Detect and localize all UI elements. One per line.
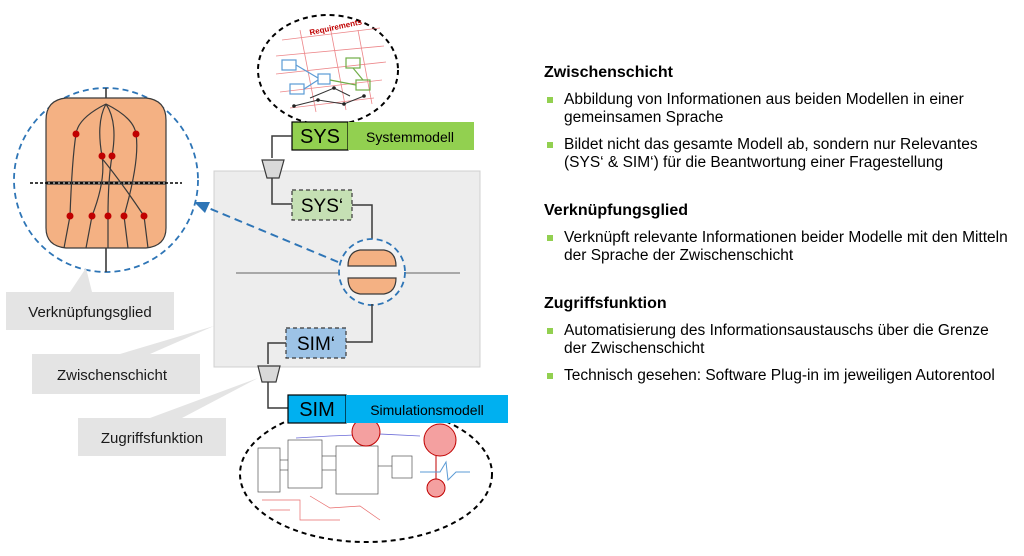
bullet-item: Bildet nicht das gesamte Modell ab, sond… [544,136,1014,172]
section-zugriffsfunktion: Zugriffsfunktion Automatisierung des Inf… [544,295,1014,385]
bullet-item: Abbildung von Informationen aus beiden M… [544,91,1014,127]
bullet-item: Automatisierung des Informationsaustausc… [544,322,1014,358]
sys-prime-box [291,189,353,221]
bullet-item: Technisch gesehen: Software Plug-in im j… [544,367,1014,385]
callout-link: Verknüpfungsglied [6,268,174,330]
bullet-item: Verknüpft relevante Informationen beider… [544,229,1014,265]
joint-magnified-view [13,87,199,273]
sim-prime-label: SIM‘ [297,334,335,355]
coupling-joint-bottom [347,277,397,295]
callout-layer: Zwischenschicht [32,326,214,394]
coupling-joint-top [347,249,397,267]
sys-tag-label: SYS [300,126,340,148]
section-verknuepfungsglied: Verknüpfungsglied Verknüpft relevante In… [544,202,1014,265]
system-model-sketch: Requirements [257,14,399,126]
callout-access-label: Zugriffsfunktion [101,430,203,447]
simulation-model-sketch [239,405,493,543]
section-title: Zugriffsfunktion [544,295,667,312]
connector-joint-sim-prime [346,304,373,343]
sim-tag-label: SIM [299,399,335,421]
sys-model-box [348,122,474,150]
connector-to-sys-prime [271,178,292,205]
explanation-panel: Zwischenschicht Abbildung von Informatio… [544,64,1014,415]
architecture-diagram: Requirements SYS Systemmodell SYS‘ SIM‘ [6,14,508,543]
sys-tag-box [291,121,349,151]
connector-to-sim [267,382,288,409]
section-zwischenschicht: Zwischenschicht Abbildung von Informatio… [544,64,1014,172]
connector-sys-down [271,135,292,158]
callout-layer-label: Zwischenschicht [57,367,168,384]
coupling-joint-circle [338,238,406,306]
section-title: Zwischenschicht [544,64,673,81]
section-title: Verknüpfungsglied [544,202,689,219]
magnify-arrow [205,206,339,263]
callout-access: Zugriffsfunktion [78,378,258,456]
sys-model-label: Systemmodell [366,129,454,145]
sim-tag-box [287,394,347,424]
sim-model-box [346,395,508,423]
magnify-arrow-head [194,202,210,213]
sim-prime-box [285,327,347,359]
sim-model-label: Simulationsmodell [370,402,484,418]
access-function-bottom [257,365,281,383]
callout-link-label: Verknüpfungsglied [28,304,151,321]
connector-sim-prime-down [267,342,286,364]
connector-sys-prime-joint [352,204,373,242]
access-function-top [261,159,285,179]
sys-prime-label: SYS‘ [301,196,343,217]
